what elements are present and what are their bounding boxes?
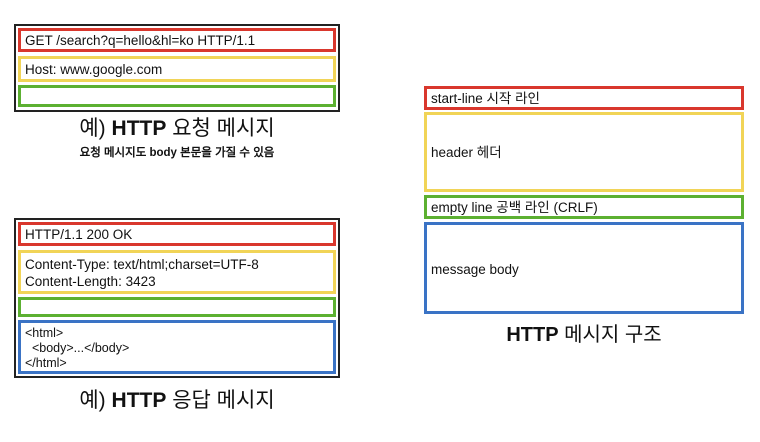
structure-caption: HTTP 메시지 구조 (424, 322, 744, 348)
response-empty-line-box (18, 297, 336, 317)
request-caption: 예) HTTP 요청 메시지 (14, 116, 340, 142)
request-note: 요청 메시지도 body 본문을 가질 수 있음 (79, 147, 275, 159)
structure-empty-line-label: empty line 공백 라인 (CRLF) (431, 200, 598, 215)
structure-caption-suffix: 메시지 구조 (564, 324, 662, 346)
request-empty-line-box (18, 85, 336, 107)
response-header-content-type: Content-Type: text/html;charset=UTF-8 (25, 257, 259, 272)
response-headers-box: Content-Type: text/html;charset=UTF-8 Co… (18, 250, 336, 294)
request-start-line: GET /search?q=hello&hl=ko HTTP/1.1 (25, 33, 256, 48)
request-start-line-box: GET /search?q=hello&hl=ko HTTP/1.1 (18, 28, 336, 52)
response-start-line-box: HTTP/1.1 200 OK (18, 222, 336, 246)
structure-header-box: header 헤더 (424, 112, 744, 192)
request-header: Host: www.google.com (25, 62, 163, 77)
structure-start-line-box: start-line 시작 라인 (424, 86, 744, 110)
structure-start-line-label: start-line 시작 라인 (431, 91, 540, 106)
request-caption-prefix: 예) (79, 117, 106, 140)
response-body-line-1: <html> (25, 326, 64, 340)
request-header-box: Host: www.google.com (18, 56, 336, 82)
response-body-box: <html> <body>...</body> </html> (18, 320, 336, 374)
response-body-line-3: </html> (25, 356, 67, 370)
structure-caption-main: HTTP (506, 324, 559, 346)
response-body-line-2: <body>...</body> (25, 341, 130, 355)
response-caption-suffix: 응답 메시지 (172, 389, 275, 412)
response-caption-prefix: 예) (79, 389, 106, 412)
response-header-content-length: Content-Length: 3423 (25, 274, 156, 289)
structure-empty-line-box: empty line 공백 라인 (CRLF) (424, 195, 744, 219)
request-caption-main: HTTP (111, 117, 167, 140)
structure-header-label: header 헤더 (431, 145, 502, 160)
structure-message-body-box: message body (424, 222, 744, 314)
response-caption-main: HTTP (111, 389, 167, 412)
structure-message-body-label: message body (431, 262, 519, 277)
response-caption: 예) HTTP 응답 메시지 (14, 388, 340, 414)
request-caption-suffix: 요청 메시지 (172, 117, 275, 140)
response-start-line: HTTP/1.1 200 OK (25, 227, 133, 242)
